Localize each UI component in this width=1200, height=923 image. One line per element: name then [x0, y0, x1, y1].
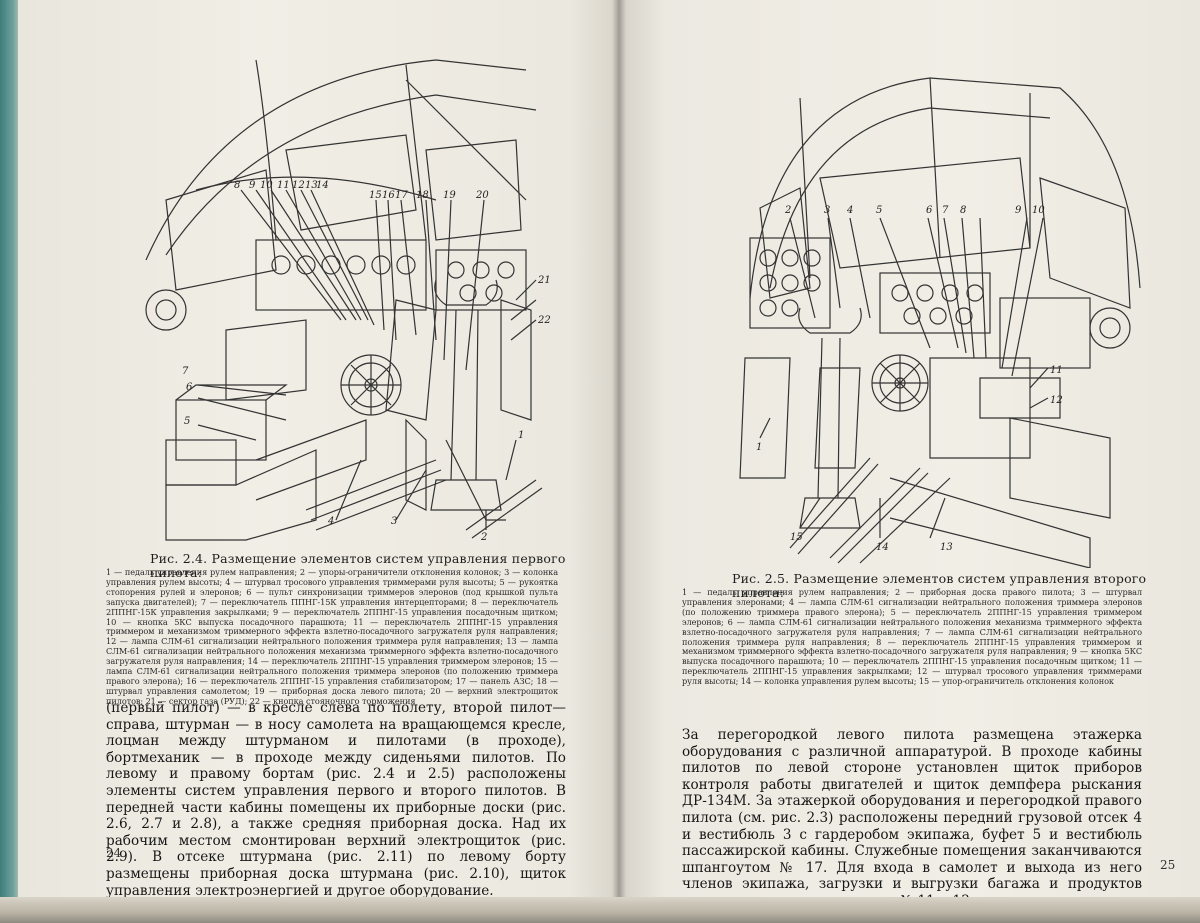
callout-15: 15: [790, 532, 803, 543]
callout-6: 6: [926, 205, 933, 216]
callout-1: 1: [518, 430, 524, 441]
callout-10: 10: [260, 180, 273, 191]
callout-13: 13: [940, 542, 953, 553]
callout-12: 12: [1050, 395, 1063, 406]
callout-12: 12: [292, 180, 305, 191]
figure-caption-2-5: Рис. 2.5. Размещение элементов систем уп…: [732, 572, 1172, 600]
callout-20: 20: [475, 190, 489, 201]
callout-8: 8: [234, 180, 240, 191]
callout-17: 17: [395, 190, 408, 201]
caption-title: Рис. 2.5. Размещение элементов систем уп…: [732, 571, 1147, 600]
book-edge-left: [0, 0, 22, 923]
callout-11: 11: [277, 180, 290, 191]
callout-9: 9: [1015, 205, 1022, 216]
page-number-right: 25: [1160, 858, 1176, 872]
callout-18: 18: [416, 190, 429, 201]
cockpit-first-pilot-illustration: 8 9 10 11 12 13 14 15 16 17 18 19 20 21 …: [145, 59, 551, 543]
callout-10: 10: [1032, 205, 1045, 216]
body-text-left: (первый пилот) — в кресле слева по полет…: [106, 700, 566, 899]
callout-5: 5: [876, 205, 882, 216]
callout-5: 5: [184, 416, 190, 427]
callout-7: 7: [942, 205, 949, 216]
callout-11: 11: [1050, 365, 1063, 376]
figure-legend-2-5: 1 — педаль управления рулем направления;…: [682, 587, 1142, 687]
book-gutter: [612, 0, 626, 900]
cockpit-second-pilot-illustration: 2 3 4 5 6 7 8 9 10 11 12 13 14 15 1: [739, 77, 1141, 568]
callout-16: 16: [382, 190, 395, 201]
figure-legend-2-4: 1 — педаль управления рулем направления;…: [106, 567, 558, 706]
callout-2: 2: [784, 205, 791, 216]
callout-19: 19: [443, 190, 456, 201]
callout-22: 22: [537, 315, 551, 326]
callout-2: 2: [480, 532, 487, 543]
figure-2-4: 8 9 10 11 12 13 14 15 16 17 18 19 20 21 …: [106, 40, 566, 550]
callout-14: 14: [316, 180, 329, 191]
page-left: 8 9 10 11 12 13 14 15 16 17 18 19 20 21 …: [18, 0, 618, 900]
callout-3: 3: [391, 516, 397, 527]
body-text-right: За перегородкой левого пилота размещена …: [682, 727, 1142, 900]
callout-3: 3: [824, 205, 830, 216]
callout-13: 13: [305, 180, 318, 191]
figure-caption-2-4: Рис. 2.4. Размещение элементов систем уп…: [150, 552, 590, 580]
callout-9: 9: [249, 180, 256, 191]
callout-7: 7: [182, 366, 189, 377]
callout-14: 14: [876, 542, 889, 553]
callout-6: 6: [186, 382, 193, 393]
callout-4: 4: [846, 205, 853, 216]
figure-2-5: 2 3 4 5 6 7 8 9 10 11 12 13 14 15 1: [730, 58, 1150, 568]
page-right: 2 3 4 5 6 7 8 9 10 11 12 13 14 15 1: [618, 0, 1200, 900]
callout-8: 8: [960, 205, 966, 216]
callout-4: 4: [327, 516, 334, 527]
callout-21: 21: [537, 275, 551, 286]
callout-15: 15: [369, 190, 382, 201]
page-number-left: 24: [106, 846, 122, 860]
book-edge-bottom: [0, 897, 1200, 923]
caption-title: Рис. 2.4. Размещение элементов систем уп…: [150, 551, 566, 580]
callout-1: 1: [756, 442, 762, 453]
